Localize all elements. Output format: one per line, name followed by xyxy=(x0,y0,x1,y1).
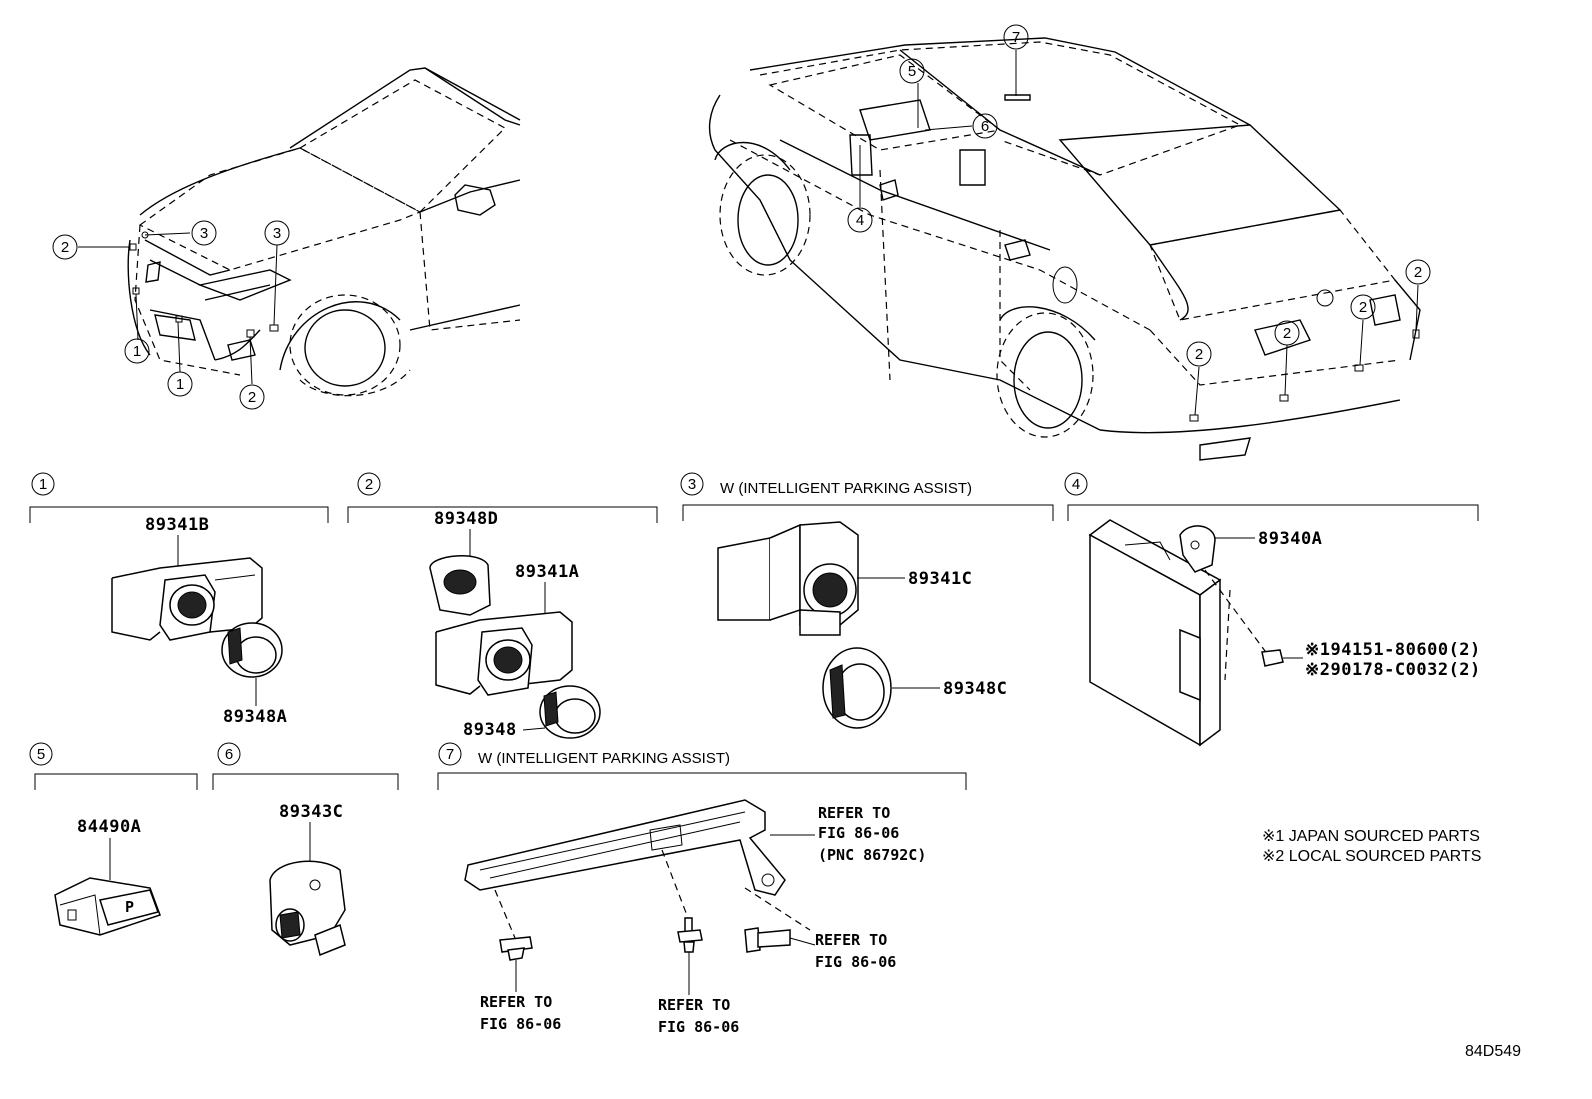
callout-2: 2 xyxy=(61,239,69,256)
front-callouts: 2 3 3 1 1 2 xyxy=(52,220,290,410)
callout-6: 6 xyxy=(981,118,989,135)
section-7-number: 7 xyxy=(446,746,454,763)
ref-note-2-line2: FIG 86-06 xyxy=(480,1015,561,1033)
section-7: 7 W (INTELLIGENT PARKING ASSIST) REFER T… xyxy=(437,742,967,1036)
part-94151-80600[interactable]: ※194151-80600(2) xyxy=(1305,640,1481,660)
note-japan-sourced: ※1 JAPAN SOURCED PARTS xyxy=(1262,828,1480,845)
ref-note-3-line2: FIG 86-06 xyxy=(658,1018,739,1036)
source-notes: ※1 JAPAN SOURCED PARTS ※2 LOCAL SOURCED … xyxy=(1262,828,1481,865)
part-89348D[interactable]: 89348D xyxy=(434,509,498,529)
ref-note-4-line1: REFER TO xyxy=(815,931,887,949)
rear-callouts: 7 5 6 4 2 2 2 2 xyxy=(847,24,1431,367)
ref-note-1-line3: (PNC 86792C) xyxy=(818,846,926,864)
section-7-title: W (INTELLIGENT PARKING ASSIST) xyxy=(478,750,730,767)
part-89348[interactable]: 89348 xyxy=(463,720,517,740)
diagram-id: 84D549 xyxy=(1465,1043,1521,1060)
callout-3: 3 xyxy=(273,225,281,242)
ref-note-3-line1: REFER TO xyxy=(658,996,730,1014)
section-2-number: 2 xyxy=(365,476,373,493)
ref-note-4-line2: FIG 86-06 xyxy=(815,953,896,971)
ref-note-1-line2: FIG 86-06 xyxy=(818,824,899,842)
part-89348A[interactable]: 89348A xyxy=(223,707,287,727)
ref-note-2-line1: REFER TO xyxy=(480,993,552,1011)
section-1-number: 1 xyxy=(39,476,47,493)
callout-2: 2 xyxy=(1283,325,1291,342)
section-4-number: 4 xyxy=(1072,476,1080,493)
callout-5: 5 xyxy=(908,63,916,80)
switch-p-symbol: P xyxy=(125,898,134,916)
section-2: 2 89348D 89341A 89348 xyxy=(347,472,658,740)
section-4: 4 89340A ※194151-80600(2) ※290178-C0032(… xyxy=(1064,472,1481,747)
part-89341B[interactable]: 89341B xyxy=(145,515,209,535)
part-89343C[interactable]: 89343C xyxy=(279,802,343,822)
callout-4: 4 xyxy=(856,212,864,229)
part-89340A[interactable]: 89340A xyxy=(1258,529,1322,549)
part-90178-C0032[interactable]: ※290178-C0032(2) xyxy=(1305,660,1481,680)
ref-note-1-line1: REFER TO xyxy=(818,804,890,822)
callout-2: 2 xyxy=(248,389,256,406)
rear-car-illustration xyxy=(708,37,1421,461)
callout-2: 2 xyxy=(1359,299,1367,316)
part-89341C[interactable]: 89341C xyxy=(908,569,972,589)
callout-2: 2 xyxy=(1195,346,1203,363)
section-3-title: W (INTELLIGENT PARKING ASSIST) xyxy=(720,480,972,497)
callout-1: 1 xyxy=(176,376,184,393)
front-car-illustration xyxy=(78,67,521,397)
section-5-number: 5 xyxy=(37,746,45,763)
callout-1: 1 xyxy=(133,343,141,360)
section-6-number: 6 xyxy=(225,746,233,763)
callout-3: 3 xyxy=(200,225,208,242)
callout-2: 2 xyxy=(1414,264,1422,281)
part-89348C[interactable]: 89348C xyxy=(943,679,1007,699)
section-6: 6 89343C xyxy=(212,742,399,957)
section-3: 3 W (INTELLIGENT PARKING ASSIST) 89341C … xyxy=(680,472,1054,729)
section-1: 1 89341B 89348A xyxy=(29,472,329,727)
part-89341A[interactable]: 89341A xyxy=(515,562,579,582)
callout-7: 7 xyxy=(1012,29,1020,46)
note-local-sourced: ※2 LOCAL SOURCED PARTS xyxy=(1262,848,1481,865)
section-3-number: 3 xyxy=(688,476,696,493)
section-5: 5 84490A P xyxy=(29,742,198,936)
part-84490A[interactable]: 84490A xyxy=(77,817,141,837)
